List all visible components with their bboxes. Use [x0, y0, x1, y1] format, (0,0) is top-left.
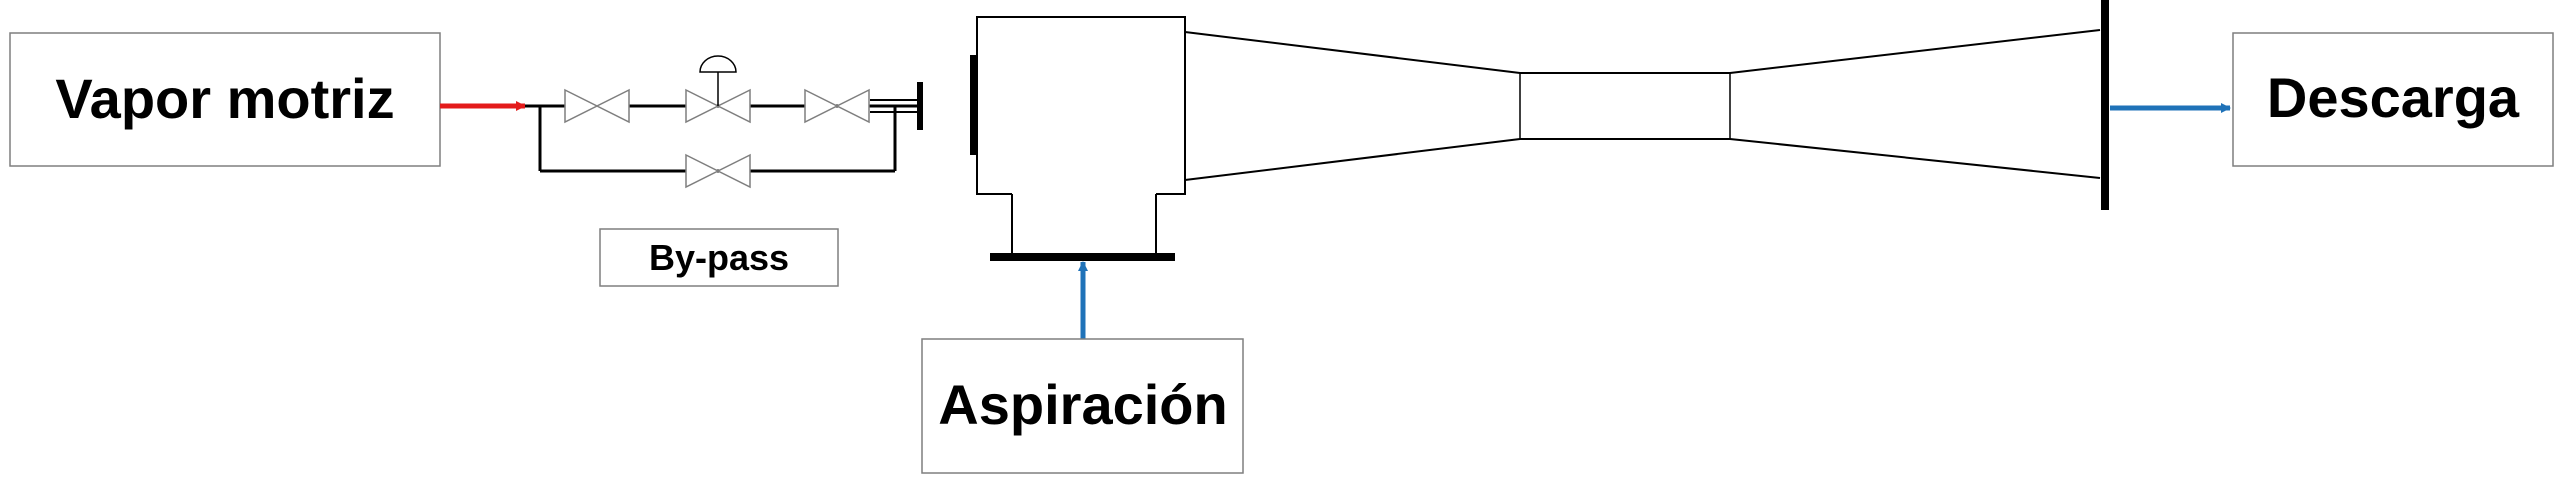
suction-box: Aspiración: [921, 338, 1244, 474]
bypass-label: By-pass: [649, 237, 789, 278]
suction-label: Aspiración: [938, 373, 1227, 436]
motive-steam-box: Vapor motriz: [9, 32, 441, 167]
motive-steam-label: Vapor motriz: [55, 67, 394, 130]
discharge-box: Descarga: [2232, 32, 2554, 167]
diffuser: [1184, 29, 2101, 181]
discharge-label: Descarga: [2267, 66, 2520, 129]
valve-manifold: [525, 55, 920, 189]
control-valve-icon: [685, 55, 751, 124]
bypass-valve-icon: [685, 153, 751, 189]
gate-valve-icon: [564, 88, 630, 124]
ejector-body: [970, 16, 1186, 261]
gate-valve-icon: [804, 88, 870, 124]
bypass-box: By-pass: [599, 228, 839, 287]
